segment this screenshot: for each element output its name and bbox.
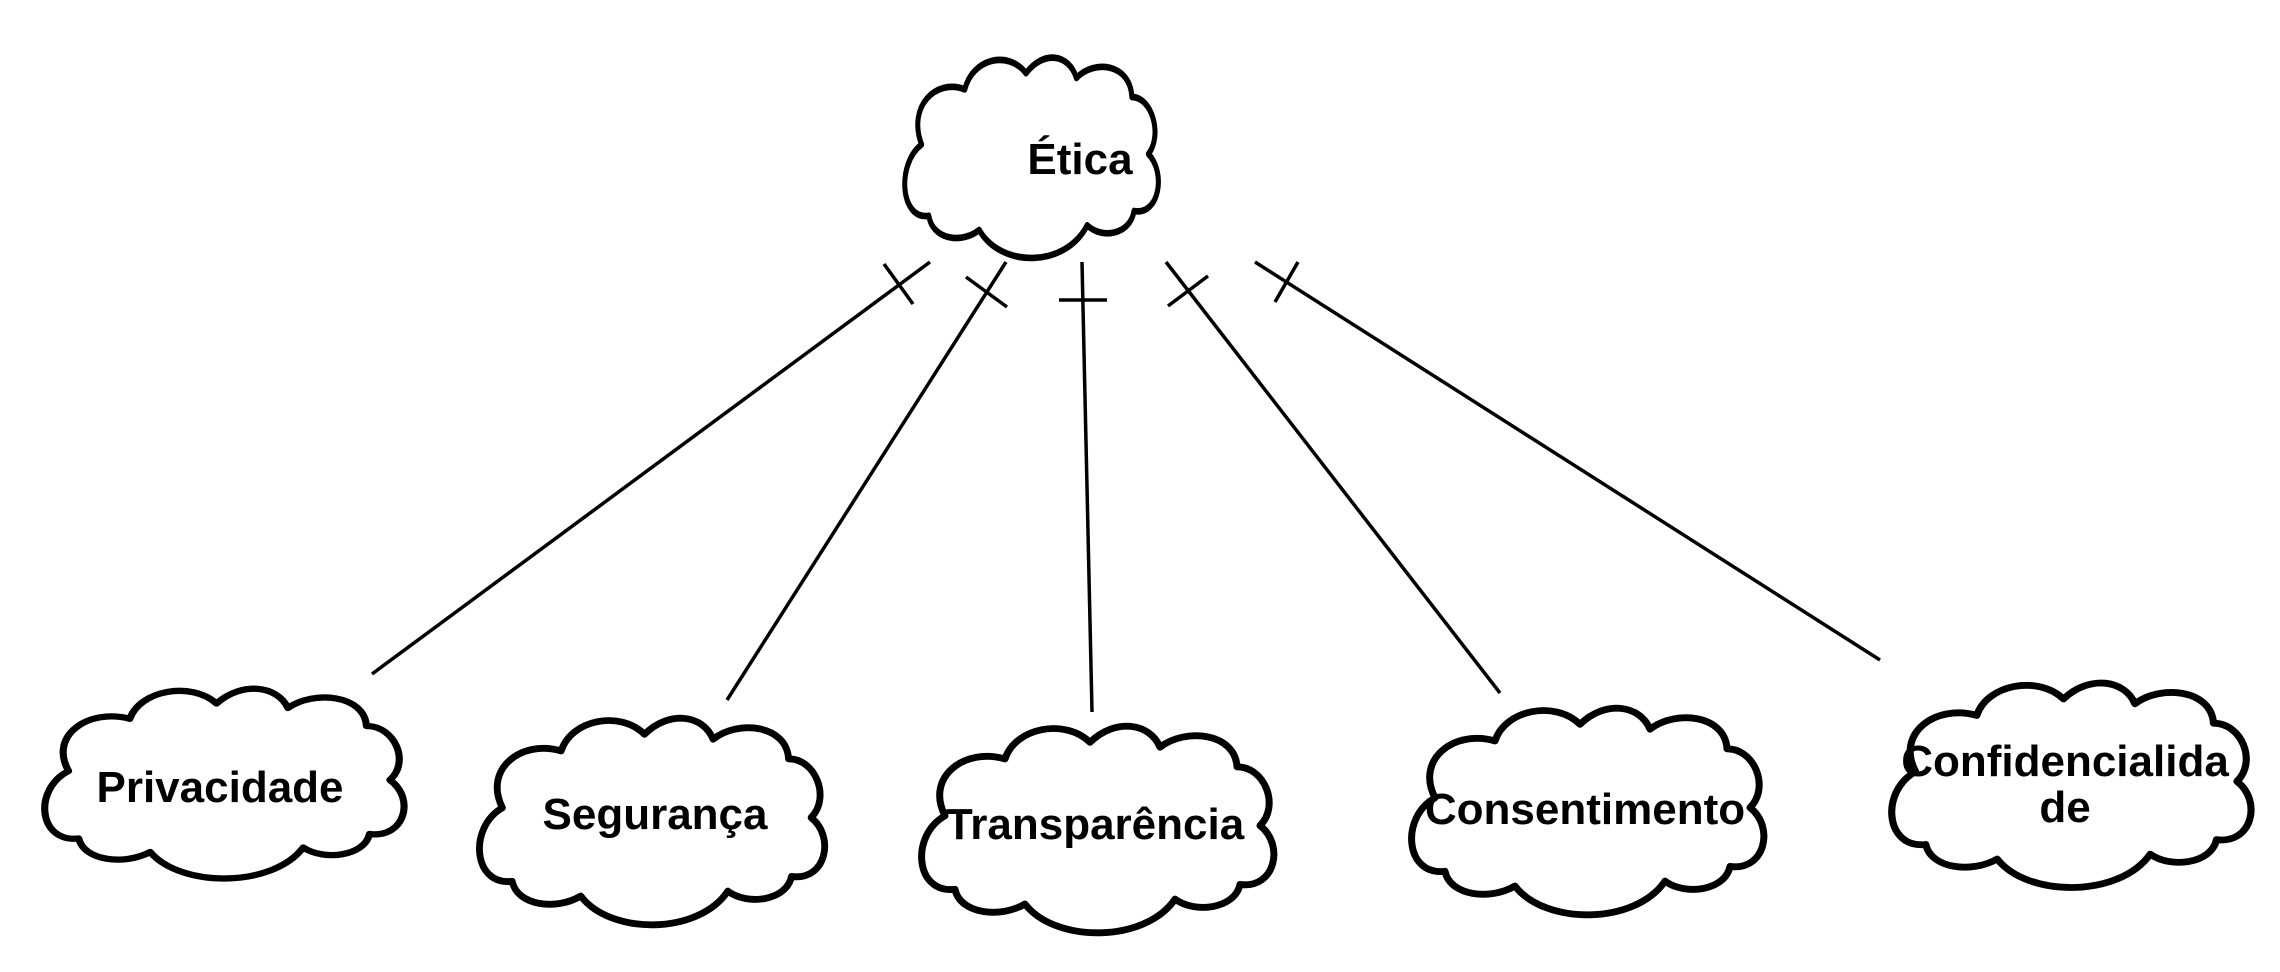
tick-privacidade — [882, 262, 915, 306]
connector-seguranca — [725, 261, 1008, 701]
node-label-transparencia: Transparência — [945, 799, 1245, 849]
connector-transparencia — [1080, 261, 1094, 713]
connector-privacidade — [370, 260, 932, 676]
tick-seguranca — [964, 275, 1009, 309]
node-label-seguranca: Segurança — [542, 789, 768, 839]
connector-consentimento — [1164, 260, 1502, 695]
tick-consentimento — [1166, 274, 1210, 308]
root-label: Ética — [1027, 134, 1133, 184]
connector-confidencialidade — [1254, 260, 1881, 662]
node-label-confidencialidade: Confidencialidade — [1901, 736, 2229, 832]
tick-confidencialidade — [1273, 261, 1300, 303]
node-label-consentimento: Consentimento — [1424, 784, 1746, 834]
node-label-privacidade: Privacidade — [96, 762, 344, 812]
connectors — [370, 260, 1881, 713]
